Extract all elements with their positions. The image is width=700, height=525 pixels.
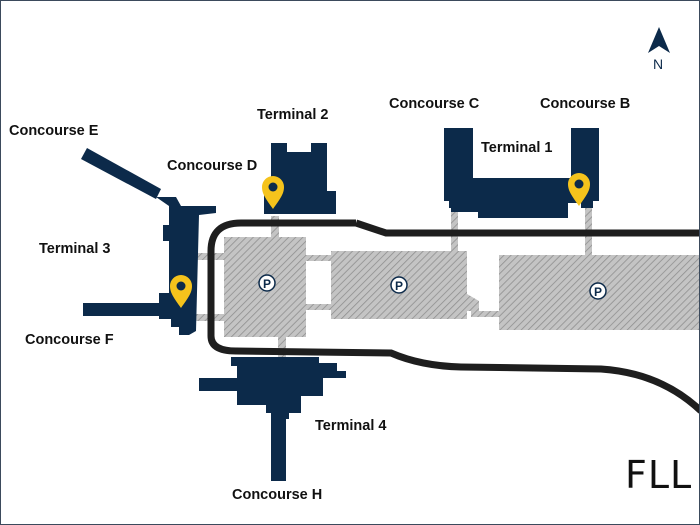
label-concourse-h: Concourse H (232, 487, 323, 503)
label-terminal-4: Terminal 4 (315, 418, 387, 434)
road (207, 219, 699, 414)
north-arrow-icon (648, 27, 670, 53)
label-concourse-f: Concourse F (25, 332, 114, 348)
label-concourse-b: Concourse B (540, 96, 631, 112)
label-terminal-1: Terminal 1 (481, 140, 553, 156)
parking-label: P (262, 277, 271, 291)
label-concourse-c: Concourse C (389, 96, 480, 112)
label-concourse-e: Concourse E (9, 123, 99, 139)
airport-code: FLL (625, 453, 693, 497)
parking-icon (390, 276, 408, 294)
label-terminal-2: Terminal 2 (257, 107, 329, 123)
parking-label: P (394, 279, 403, 293)
parking-icon (589, 282, 607, 300)
parking-icon (258, 274, 276, 292)
label-concourse-d: Concourse D (167, 158, 258, 174)
parking-lots (224, 237, 699, 337)
north-label: N (653, 56, 664, 72)
label-terminal-3: Terminal 3 (39, 241, 111, 257)
parking-label: P (593, 285, 602, 299)
